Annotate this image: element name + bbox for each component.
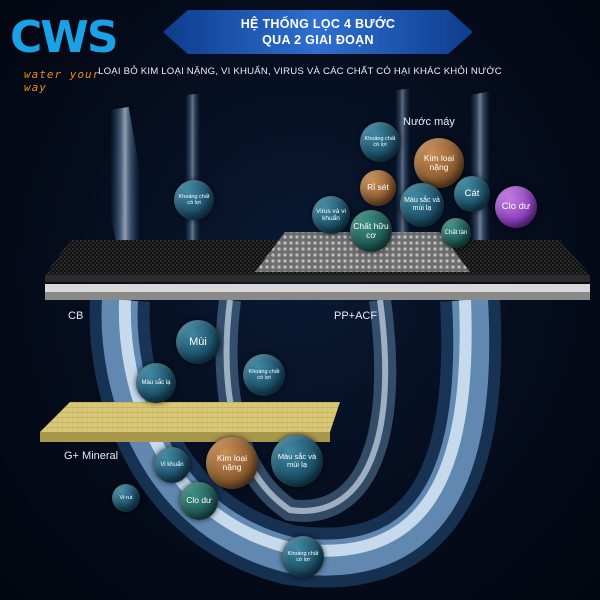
- bubble-beneficial-mineral-top-left: Khoáng chất có lợi: [174, 180, 214, 220]
- cws-logo: CWS water your way: [10, 12, 130, 94]
- bubble-rust: Rỉ sét: [360, 170, 396, 206]
- bubble-color-odor-bottom: Màu sắc và mùi lạ: [271, 435, 323, 487]
- bubble-beneficial-mineral-bottom: Khoáng chất có lợi: [282, 536, 324, 578]
- bubble-residue: Chất tàn: [441, 218, 471, 248]
- bubble-color-mid: Màu sắc lạ: [136, 363, 176, 403]
- filter-layer-cb-ppacf: [45, 232, 590, 300]
- label-mineral: G+ Mineral: [64, 450, 119, 462]
- logo-tagline: water your way: [24, 68, 101, 94]
- bubble-sand: Cát: [454, 176, 490, 212]
- title-line-2: QUA 2 GIAI ĐOẠN: [262, 33, 374, 47]
- title-banner: HỆ THỐNG LỌC 4 BƯỚC QUA 2 GIAI ĐOẠN: [163, 10, 473, 54]
- bubble-bacteria: Vi khuẩn: [154, 447, 190, 483]
- bubble-virus: Vi-rut: [112, 484, 140, 512]
- bubble-virus-bacteria: Virus và vi khuẩn: [312, 196, 350, 234]
- bubble-chlorine-bottom: Clo dư: [180, 482, 218, 520]
- label-tap-water: Nước máy: [403, 116, 455, 128]
- bubble-heavy-metal-bottom: Kim loại nặng: [206, 437, 258, 489]
- subtitle: LOẠI BỎ KIM LOẠI NẶNG, VI KHUẨN, VIRUS V…: [98, 66, 502, 77]
- bubble-color-odor-top: Màu sắc và mùi lạ: [400, 183, 444, 227]
- label-pp-acf: PP+ACF: [334, 310, 378, 322]
- label-cb: CB: [68, 310, 84, 322]
- title-line-1: HỆ THỐNG LỌC 4 BƯỚC: [240, 17, 396, 31]
- bubble-beneficial-mineral-mid: Khoáng chất có lợi: [243, 354, 285, 396]
- bubble-organic: Chất hữu cơ: [350, 210, 392, 252]
- filter-layer-mineral: [40, 402, 340, 442]
- logo-letters: CWS: [10, 12, 119, 63]
- bubble-chlorine-top: Clo dư: [495, 186, 537, 228]
- bubble-beneficial-mineral-top: Khoáng chất có lợi: [360, 122, 400, 162]
- bubble-heavy-metal-top: Kim loại nặng: [414, 138, 464, 188]
- bubble-odor: Mùi: [176, 320, 220, 364]
